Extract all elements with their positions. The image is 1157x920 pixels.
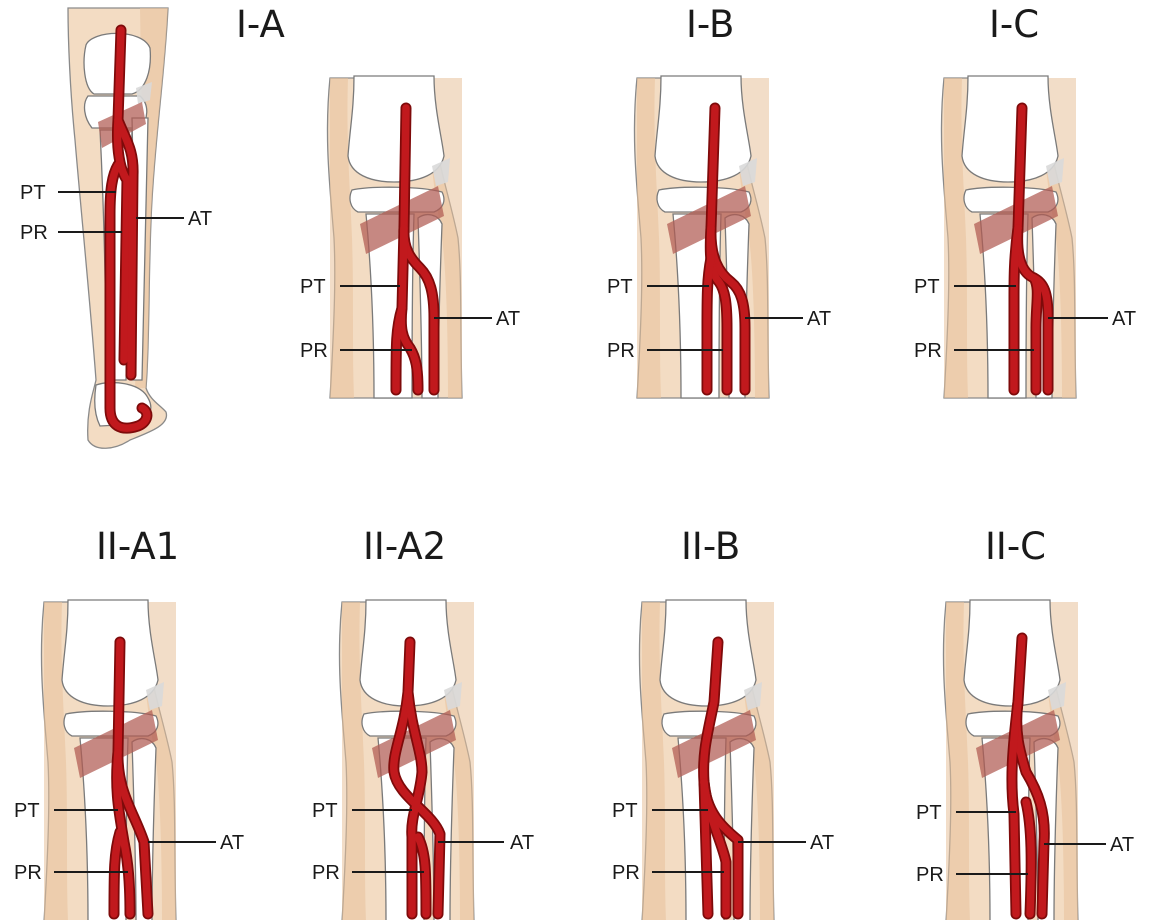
knee-diagram-II-A2: PT PR AT: [312, 600, 534, 920]
label-at: AT: [810, 832, 834, 854]
label-pr: PR: [914, 340, 942, 362]
label-pr: PR: [14, 862, 42, 884]
label-at: AT: [188, 208, 212, 230]
knee-diagram-I-A: PT PR AT: [300, 76, 520, 398]
knee-diagram-II-B: PT PR AT: [612, 600, 834, 920]
label-pr: PR: [607, 340, 635, 362]
label-at: AT: [510, 832, 534, 854]
label-pr: PR: [612, 862, 640, 884]
leg-diagram-I-A: PT PR AT: [20, 8, 212, 448]
label-pt: PT: [612, 800, 638, 822]
knee-diagram-II-C: PT PR AT: [916, 600, 1134, 920]
label-pt: PT: [916, 802, 942, 824]
knee-diagram-I-B: PT PR AT: [607, 76, 831, 398]
label-at: AT: [807, 308, 831, 330]
label-at: AT: [496, 308, 520, 330]
label-at: AT: [1112, 308, 1136, 330]
label-pr: PR: [312, 862, 340, 884]
label-pr: PR: [916, 864, 944, 886]
label-pt: PT: [300, 276, 326, 298]
label-at: AT: [1110, 834, 1134, 856]
label-pt: PT: [607, 276, 633, 298]
knee-diagram-I-C: PT PR AT: [914, 76, 1136, 398]
label-pr: PR: [300, 340, 328, 362]
label-pt: PT: [312, 800, 338, 822]
label-pt: PT: [14, 800, 40, 822]
knee-diagram-II-A1: PT PR AT: [14, 600, 244, 920]
label-pt: PT: [20, 182, 46, 204]
label-pr: PR: [20, 222, 48, 244]
label-at: AT: [220, 832, 244, 854]
label-pt: PT: [914, 276, 940, 298]
